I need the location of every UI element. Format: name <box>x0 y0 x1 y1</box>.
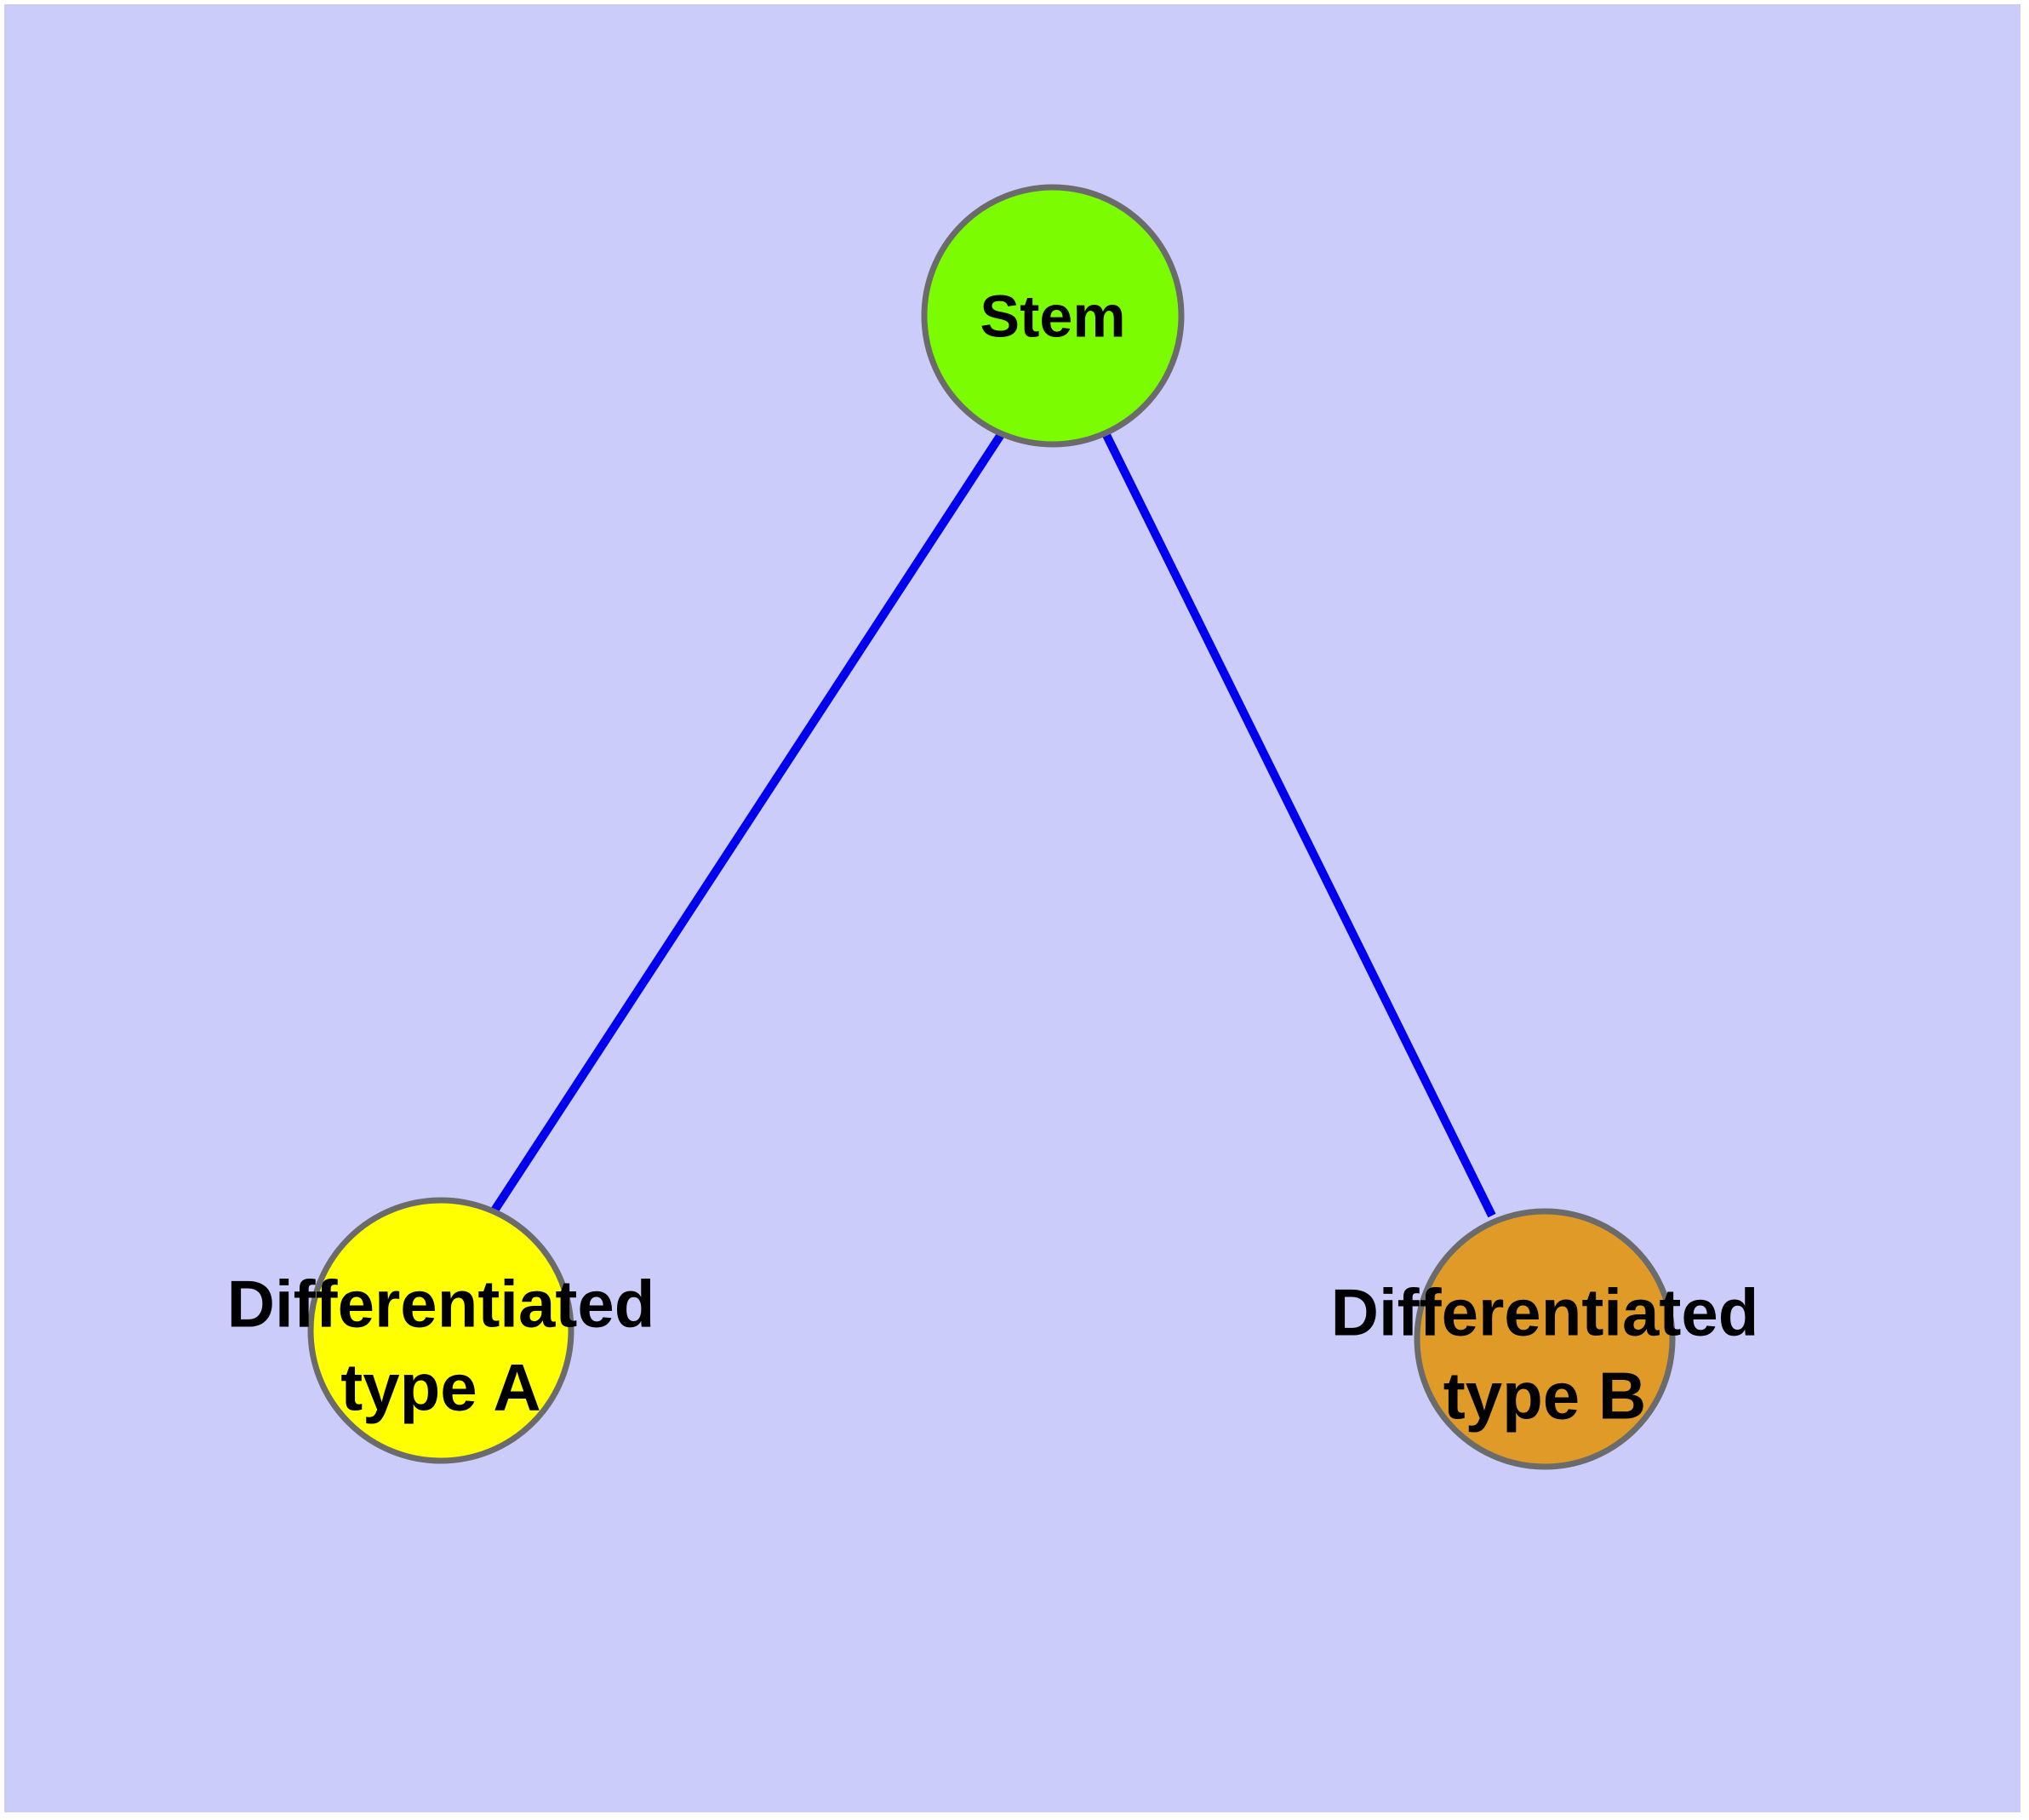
node-link-graph: Stem Differentiated type A Differentiate… <box>227 184 1759 1470</box>
edge-group <box>489 431 1496 1218</box>
diagram-plot-area: Stem Differentiated type A Differentiate… <box>4 4 2020 1812</box>
node-label-stem: Stem <box>980 283 1125 349</box>
node-label-differentiated-type-a-line1: Differentiated <box>227 1267 655 1342</box>
node-circle-differentiated-type-b[interactable] <box>1414 1208 1676 1470</box>
edge-stem-to-differentiated-type-a[interactable] <box>489 431 1006 1216</box>
node-label-differentiated-type-b-line1: Differentiated <box>1331 1275 1759 1350</box>
node-group: Stem Differentiated type A Differentiate… <box>227 184 1759 1470</box>
node-stem[interactable]: Stem <box>921 184 1185 448</box>
node-circle-differentiated-type-a[interactable] <box>307 1197 574 1464</box>
node-differentiated-type-b[interactable]: Differentiated type B <box>1331 1208 1759 1470</box>
node-label-differentiated-type-a-line2: type A <box>340 1350 541 1425</box>
node-circle-stem[interactable] <box>921 184 1185 448</box>
edge-stem-to-differentiated-type-b[interactable] <box>1101 431 1496 1218</box>
node-label-differentiated-type-b-line2: type B <box>1443 1359 1646 1434</box>
node-differentiated-type-a[interactable]: Differentiated type A <box>227 1197 655 1464</box>
